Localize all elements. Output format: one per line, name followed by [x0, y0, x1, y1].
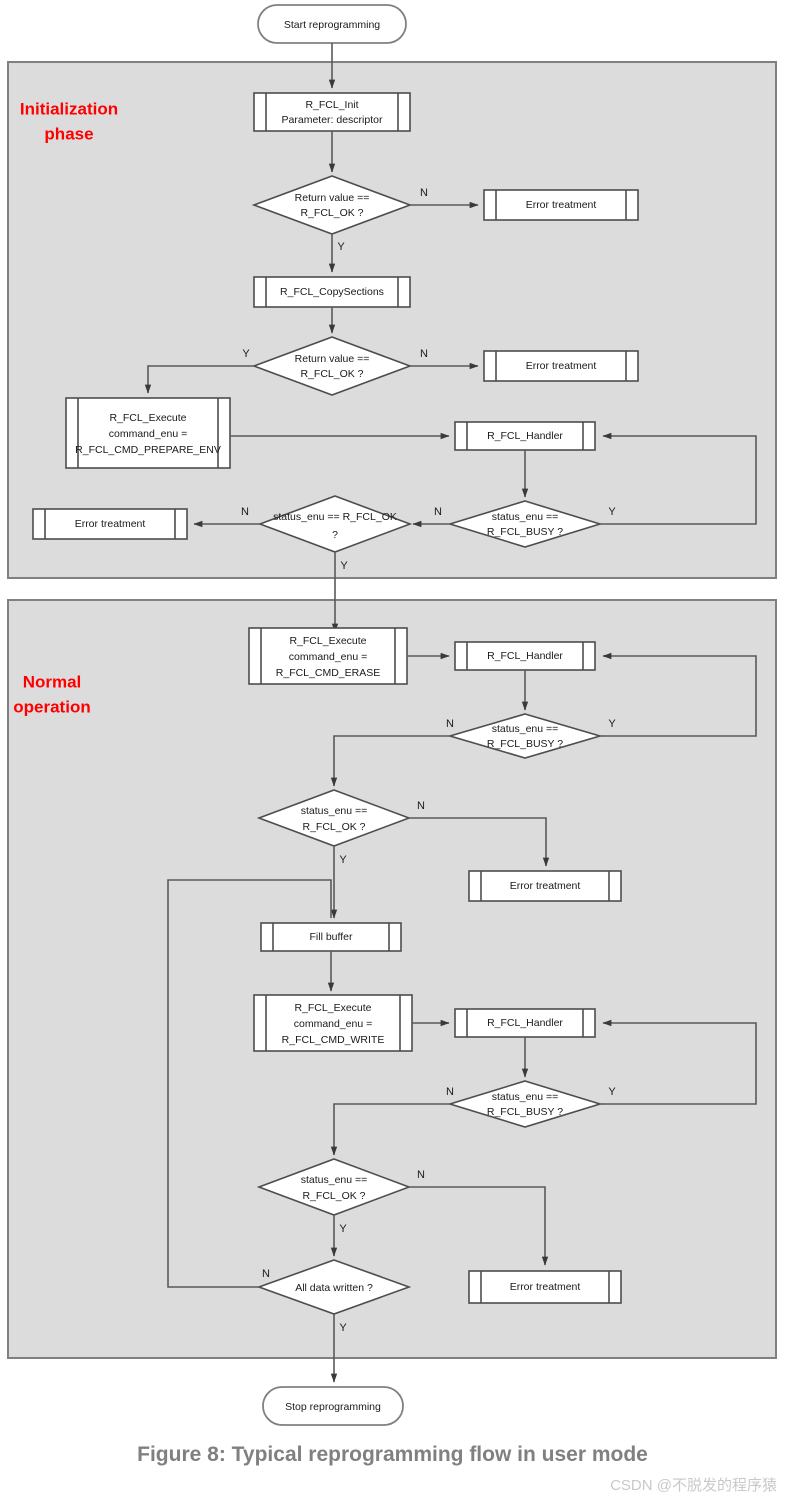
process-error-treatment-3-label: Error treatment	[75, 518, 146, 530]
decision-all-data-written-label: All data written ?	[295, 1282, 373, 1294]
process-error-treatment-erase	[468, 870, 622, 902]
process-write-line3: R_FCL_CMD_WRITE	[282, 1034, 385, 1046]
connector-ok-write-n-to-error	[409, 1186, 549, 1266]
branch-label-return2-n: N	[420, 348, 428, 360]
branch-label-busy-write-n: N	[446, 1086, 454, 1098]
branch-label-return1-n: N	[420, 187, 428, 199]
decision-status-ok-write-line1: status_enu ==	[301, 1174, 368, 1186]
process-error-treatment-1-label: Error treatment	[526, 199, 597, 211]
process-prepare-env-line2: command_enu =	[109, 428, 188, 440]
branch-label-ok-write-n: N	[417, 1169, 425, 1181]
process-r-fcl-init	[253, 92, 411, 132]
csdn-watermark: CSDN @不脱发的程序猿	[610, 1477, 777, 1494]
decision-status-busy-write-line1: status_enu ==	[492, 1091, 559, 1103]
branch-label-busy-erase-y: Y	[608, 718, 616, 730]
panel-normal-operation	[7, 599, 777, 1359]
branch-label-all-written-n: N	[262, 1268, 270, 1280]
process-error-treatment-2-label: Error treatment	[526, 360, 597, 372]
branch-label-return1-y: Y	[337, 241, 345, 253]
panel-initialization-phase	[7, 61, 777, 579]
connector-ok-erase-n-to-error	[409, 817, 550, 867]
process-fill-buffer	[260, 922, 402, 952]
branch-label-ok-init-n: N	[241, 506, 249, 518]
connector-busy-write-n-to-ok	[330, 1103, 450, 1156]
branch-label-busy-init-n: N	[434, 506, 442, 518]
process-prepare-env-line3: R_FCL_CMD_PREPARE_ENV	[75, 444, 221, 456]
process-prepare-env-line1: R_FCL_Execute	[109, 412, 186, 424]
decision-status-busy-init	[447, 500, 603, 548]
process-r-fcl-handler-init-label: R_FCL_Handler	[487, 430, 563, 442]
connector-busy-erase-n-to-ok	[330, 735, 450, 787]
decision-status-ok-init-line1: status_enu == R_FCL_OK	[273, 511, 397, 523]
decision-status-busy-erase-line1: status_enu ==	[492, 723, 559, 735]
decision-status-ok-erase-line1: status_enu ==	[301, 805, 368, 817]
process-fill-buffer-label: Fill buffer	[310, 931, 353, 943]
process-r-fcl-execute-prepare-env	[65, 397, 231, 469]
phase-label-normal-line2: operation	[13, 697, 90, 716]
terminator-stop-label: Stop reprogramming	[285, 1401, 381, 1413]
decision-status-ok-write-line2: R_FCL_OK ?	[302, 1190, 365, 1202]
terminator-stop	[262, 1386, 404, 1426]
process-error-treatment-1	[483, 189, 639, 221]
process-r-fcl-handler-write	[454, 1008, 596, 1038]
process-erase-line3: R_FCL_CMD_ERASE	[276, 667, 380, 679]
branch-label-busy-init-y: Y	[608, 506, 616, 518]
branch-label-busy-erase-n: N	[446, 718, 454, 730]
process-write-line2: command_enu =	[294, 1018, 373, 1030]
process-error-treatment-2	[483, 350, 639, 382]
connector-busy-init-y-loop	[600, 432, 757, 525]
process-r-fcl-copysections	[253, 276, 411, 308]
process-error-treatment-write-label: Error treatment	[510, 1281, 581, 1293]
process-r-fcl-handler-erase	[454, 641, 596, 671]
connector-busy-write-y-loop	[600, 1019, 757, 1105]
process-r-fcl-handler-write-label: R_FCL_Handler	[487, 1017, 563, 1029]
decision-return-value-1-line1: Return value ==	[295, 192, 370, 204]
process-r-fcl-init-line2: Parameter: descriptor	[282, 114, 383, 126]
decision-status-busy-write	[447, 1080, 603, 1128]
figure-caption: Figure 8: Typical reprogramming flow in …	[137, 1443, 648, 1466]
process-r-fcl-copysections-label: R_FCL_CopySections	[280, 286, 384, 298]
branch-label-ok-erase-y: Y	[339, 854, 347, 866]
connector-all-written-n-loop	[167, 879, 332, 1288]
connector-busy-erase-y-loop	[600, 652, 757, 737]
decision-status-busy-erase	[447, 713, 603, 759]
process-error-treatment-erase-label: Error treatment	[510, 880, 581, 892]
branch-label-all-written-y: Y	[339, 1322, 347, 1334]
decision-status-busy-write-line2: R_FCL_BUSY ?	[487, 1106, 563, 1118]
connector-return2-y-to-execute	[144, 365, 254, 394]
process-r-fcl-handler-erase-label: R_FCL_Handler	[487, 650, 563, 662]
decision-return-value-2-line1: Return value ==	[295, 353, 370, 365]
phase-label-initialization-line1: Initialization	[20, 99, 118, 118]
branch-label-ok-write-y: Y	[339, 1223, 347, 1235]
branch-label-ok-init-y: Y	[340, 560, 348, 572]
decision-status-ok-erase-line2: R_FCL_OK ?	[302, 821, 365, 833]
phase-label-initialization-line2: phase	[44, 124, 93, 143]
branch-label-ok-erase-n: N	[417, 800, 425, 812]
decision-status-busy-erase-line2: R_FCL_BUSY ?	[487, 738, 563, 750]
process-error-treatment-3	[32, 508, 188, 540]
process-erase-line2: command_enu =	[289, 651, 368, 663]
process-write-line1: R_FCL_Execute	[294, 1002, 371, 1014]
branch-label-return2-y: Y	[242, 348, 250, 360]
decision-status-busy-init-line1: status_enu ==	[492, 511, 559, 523]
process-r-fcl-execute-write	[253, 994, 413, 1052]
terminator-start-label: Start reprogramming	[284, 19, 380, 31]
decision-status-ok-init-line2: ?	[332, 529, 338, 541]
process-error-treatment-write	[468, 1270, 622, 1304]
decision-status-busy-init-line2: R_FCL_BUSY ?	[487, 526, 563, 538]
branch-label-busy-write-y: Y	[608, 1086, 616, 1098]
process-r-fcl-init-line1: R_FCL_Init	[305, 99, 358, 111]
phase-label-normal-line1: Normal	[23, 672, 82, 691]
process-erase-line1: R_FCL_Execute	[289, 635, 366, 647]
decision-return-value-2	[251, 336, 413, 396]
decision-return-value-2-line2: R_FCL_OK ?	[300, 368, 363, 380]
decision-return-value-1-line2: R_FCL_OK ?	[300, 207, 363, 219]
